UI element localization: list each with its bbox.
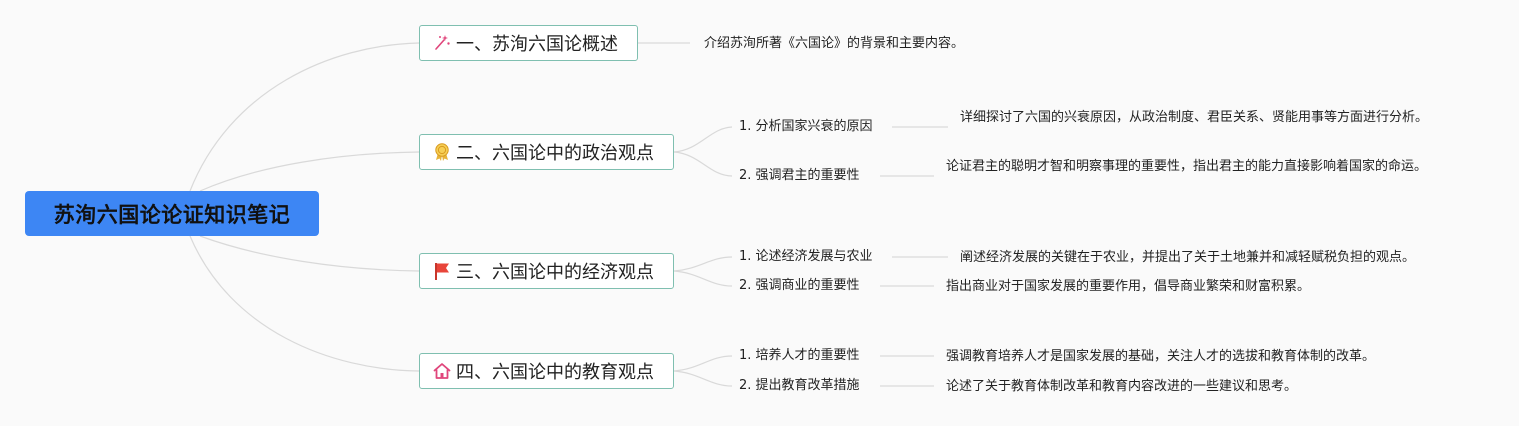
topic-overview-label: 一、苏洵六国论概述: [456, 34, 618, 55]
magic-wand-icon: [432, 33, 452, 53]
topic-overview[interactable]: 一、苏洵六国论概述: [419, 25, 638, 61]
subtopic-education-1-desc: 强调教育培养人才是国家发展的基础，关注人才的选拔和教育体制的改革。: [946, 349, 1376, 364]
award-ribbon-icon: [432, 142, 452, 162]
connector-root-topic-3: [199, 235, 420, 272]
topic-education-label: 四、六国论中的教育观点: [456, 362, 654, 383]
subtopic-economic-2-desc: 指出商业对于国家发展的重要作用，倡导商业繁荣和财富积累。: [946, 279, 1311, 294]
connector-topic-3-sub-2: [673, 270, 733, 287]
connector-topic-3-sub-1: [673, 256, 733, 272]
root-topic-label: 苏洵六国论论证知识笔记: [53, 202, 291, 227]
connector-topic-2-sub-1: [673, 126, 733, 153]
subtopic-political-2[interactable]: 2. 强调君主的重要性: [739, 168, 860, 183]
subtopic-economic-1-desc: 阐述经济发展的关键在于农业，并提出了关于土地兼并和减轻赋税负担的观点。: [960, 250, 1416, 265]
topic-economic[interactable]: 三、六国论中的经济观点: [419, 253, 674, 289]
subtopic-political-1-desc: 详细探讨了六国的兴衰原因，从政治制度、君臣关系、贤能用事等方面进行分析。: [960, 110, 1429, 125]
connector-topic-4-sub-1: [673, 355, 733, 372]
subtopic-economic-2[interactable]: 2. 强调商业的重要性: [739, 278, 860, 293]
topic-economic-label: 三、六国论中的经济观点: [456, 262, 654, 283]
root-topic[interactable]: 苏洵六国论论证知识笔记: [25, 191, 319, 236]
connector-topic-4-sub-2: [673, 370, 733, 387]
connector-root-topic-4: [189, 235, 420, 372]
connector-topic-2-sub-2: [673, 151, 733, 177]
topic-political[interactable]: 二、六国论中的政治观点: [419, 134, 674, 170]
red-flag-icon: [432, 261, 452, 281]
subtopic-economic-1[interactable]: 1. 论述经济发展与农业: [739, 249, 873, 264]
topic-overview-desc: 介绍苏洵所著《六国论》的背景和主要内容。: [704, 36, 965, 51]
subtopic-political-2-desc: 论证君主的聪明才智和明察事理的重要性，指出君主的能力直接影响着国家的命运。: [946, 159, 1428, 174]
topic-education[interactable]: 四、六国论中的教育观点: [419, 353, 674, 389]
subtopic-education-1[interactable]: 1. 培养人才的重要性: [739, 348, 860, 363]
house-icon: [432, 361, 452, 381]
topic-political-label: 二、六国论中的政治观点: [456, 143, 654, 164]
connector-root-topic-1: [189, 42, 420, 192]
subtopic-political-1[interactable]: 1. 分析国家兴衰的原因: [739, 119, 873, 134]
subtopic-education-2-desc: 论述了关于教育体制改革和教育内容改进的一些建议和思考。: [946, 379, 1298, 394]
subtopic-education-2[interactable]: 2. 提出教育改革措施: [739, 378, 860, 393]
connector-root-topic-2: [199, 151, 420, 192]
